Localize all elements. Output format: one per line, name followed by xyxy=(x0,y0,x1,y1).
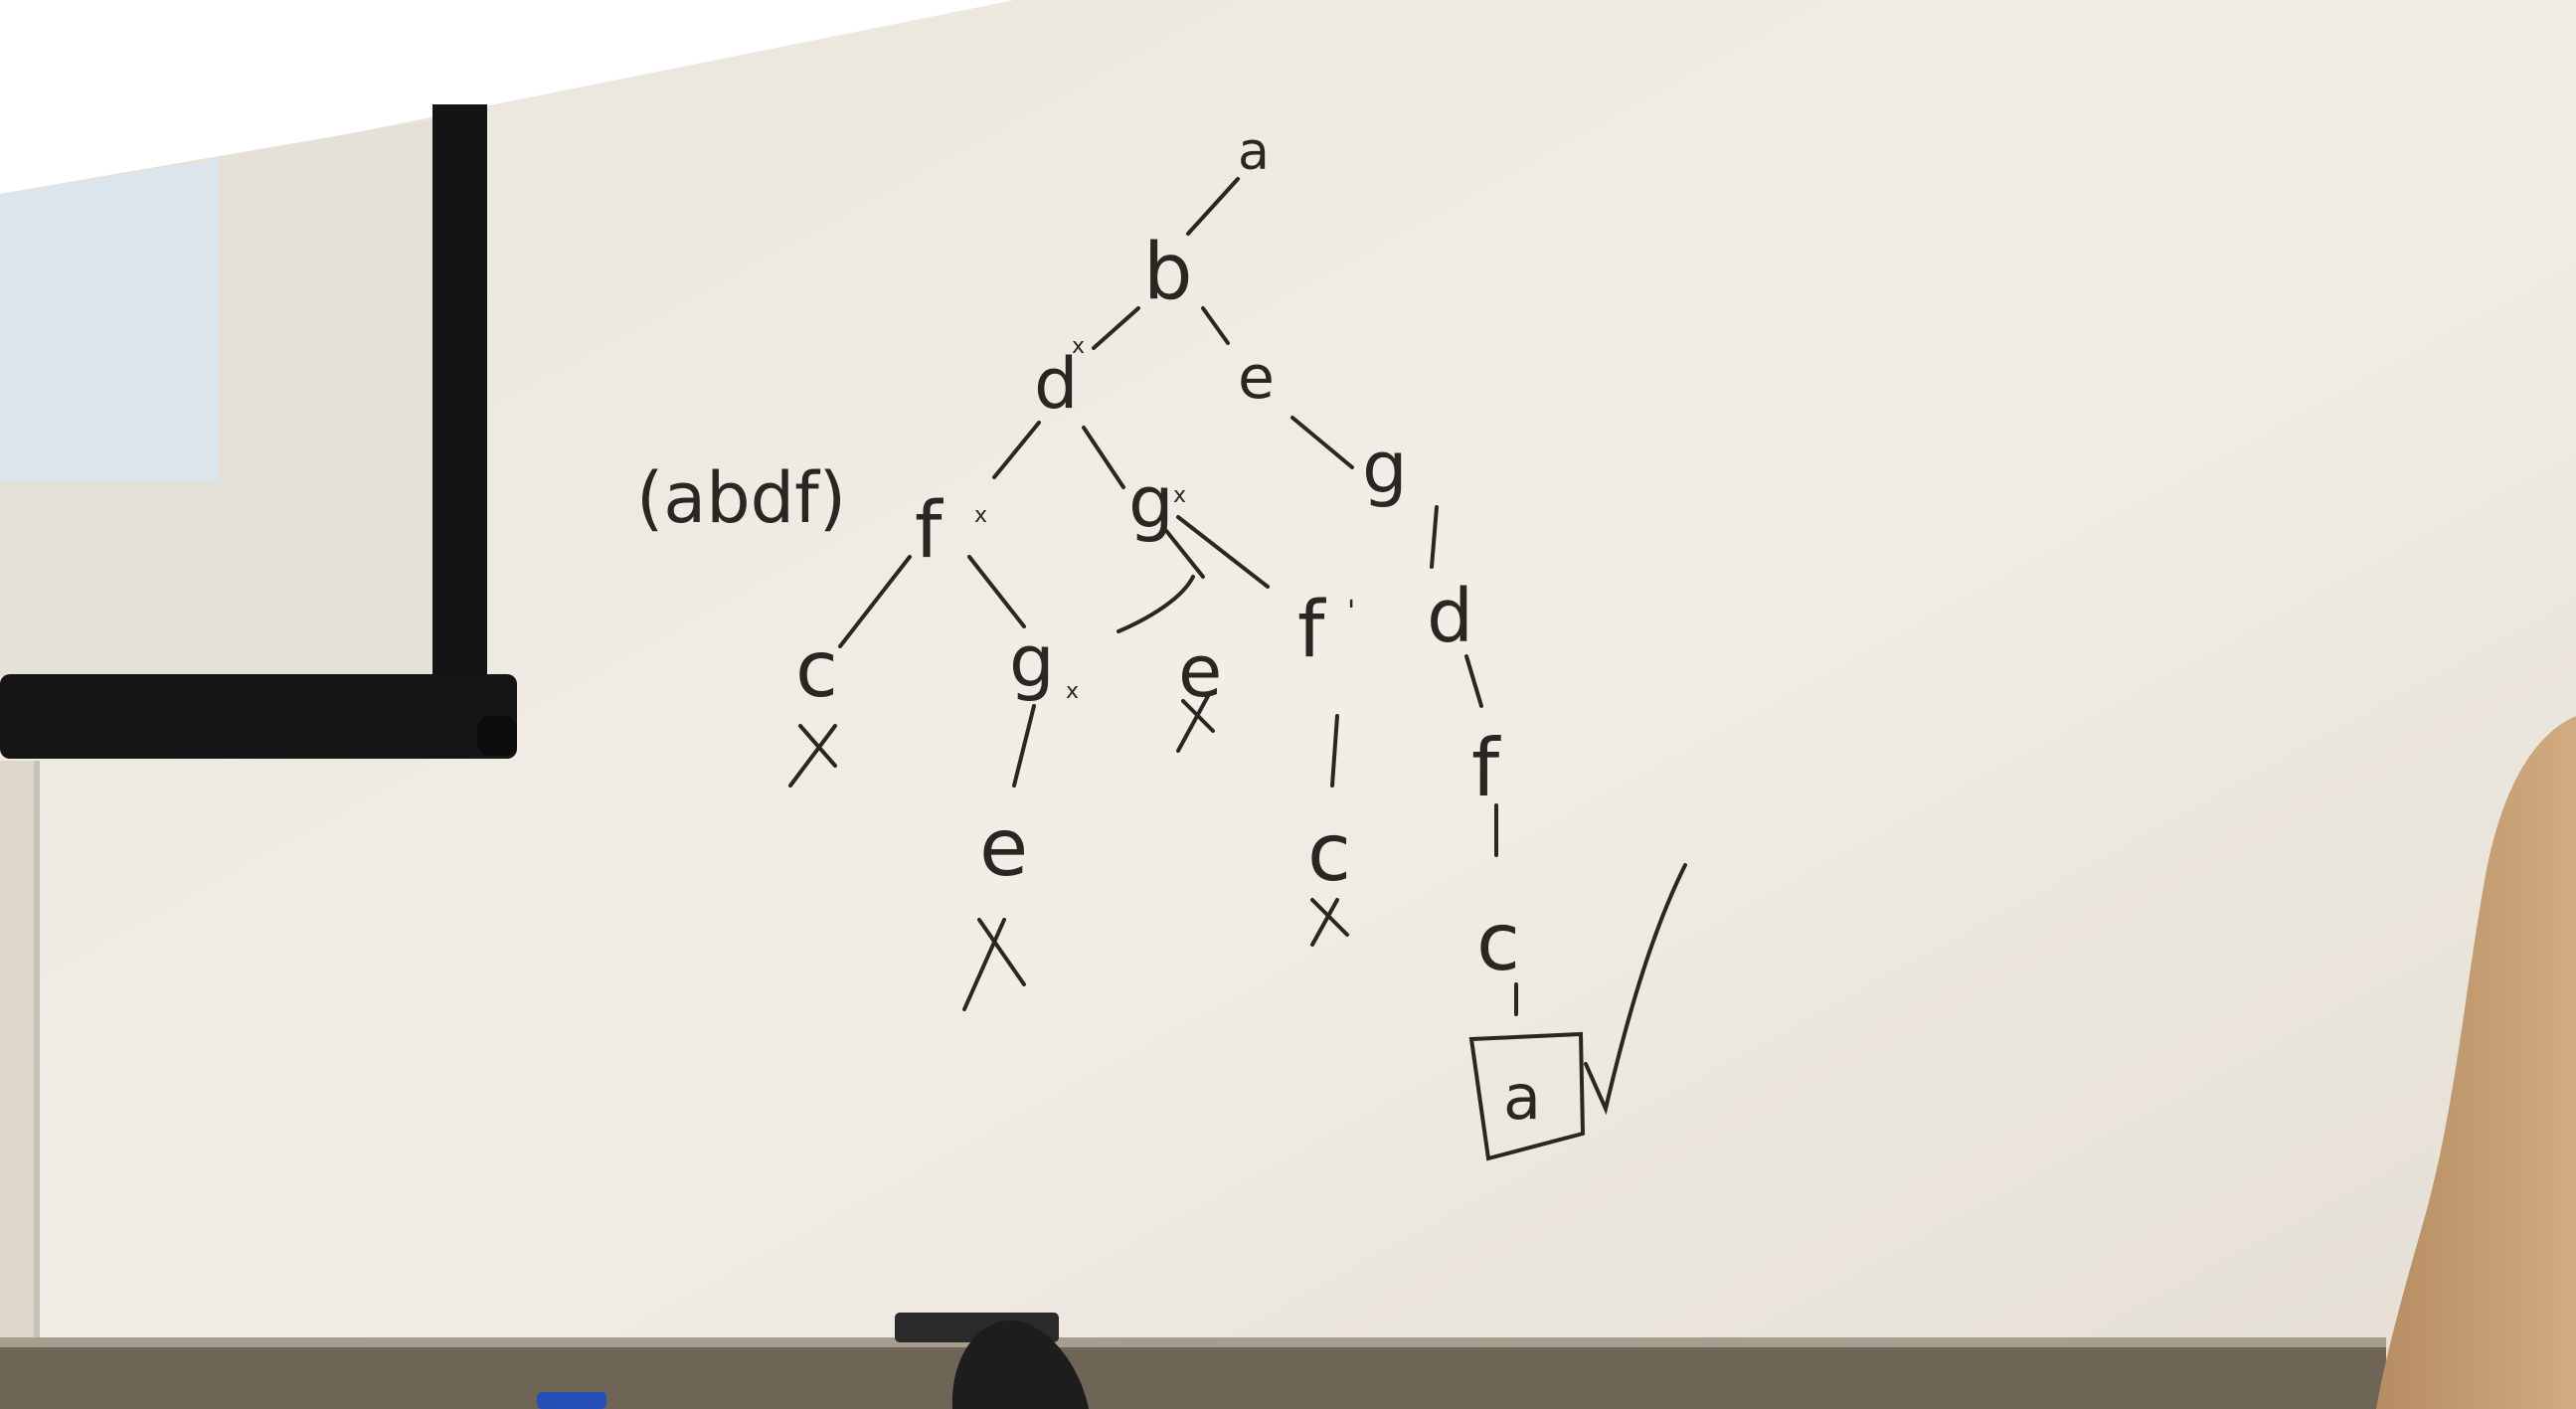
node-c2: c xyxy=(1307,806,1351,899)
tree-edge xyxy=(1012,704,1036,788)
node-f1: f xyxy=(915,486,944,576)
node-g3: g xyxy=(1009,619,1055,703)
tree-edge xyxy=(992,421,1041,479)
node-f2-mark: ' xyxy=(1347,595,1355,629)
tree-edge xyxy=(1201,306,1230,345)
screen-roller-bar xyxy=(0,674,517,759)
node-c3: c xyxy=(1476,896,1520,988)
search-tree-drawing xyxy=(788,177,1687,1161)
tree-edge xyxy=(1290,416,1354,469)
tree-edge xyxy=(1092,306,1140,350)
person-sweater xyxy=(2376,716,2576,1409)
node-f3: f xyxy=(1471,722,1501,814)
node-f1-mark: x xyxy=(974,503,987,528)
node-goal: a xyxy=(1503,1061,1541,1134)
projected-light-patch xyxy=(0,159,219,482)
tree-edge xyxy=(1330,714,1339,788)
node-g3-mark: x xyxy=(1066,679,1079,704)
node-e3: e xyxy=(979,801,1028,894)
node-root: a xyxy=(1238,122,1270,182)
tree-edge xyxy=(1430,505,1439,569)
cable-bundle xyxy=(951,1320,1089,1409)
node-e2: e xyxy=(1178,629,1222,713)
tree-edge xyxy=(1176,515,1270,589)
x-mark-icon xyxy=(962,918,1026,1011)
blue-marker xyxy=(537,1392,606,1409)
node-e1: e xyxy=(1238,343,1275,413)
node-d1: d xyxy=(1034,343,1078,425)
node-b: b xyxy=(1143,228,1193,317)
annotation-text: (abdf) xyxy=(636,457,846,539)
tree-edge xyxy=(838,555,912,648)
screen-frame-edge xyxy=(432,104,487,681)
tree-edge xyxy=(1161,525,1205,579)
x-mark-icon xyxy=(788,724,837,788)
node-g2: g xyxy=(1362,426,1408,509)
x-mark-icon xyxy=(1176,694,1215,753)
scribble-stroke xyxy=(1116,575,1195,633)
tree-edge xyxy=(1082,426,1125,489)
node-g1-mark: x xyxy=(1173,483,1186,508)
tree-labels: (abdf) a b d x e f x g x g c g x e f ' d… xyxy=(636,122,1541,1134)
check-icon xyxy=(1584,863,1687,1116)
tree-edge xyxy=(1186,177,1240,236)
node-d1-mark: x xyxy=(1072,334,1085,359)
node-c1: c xyxy=(795,625,838,715)
tree-edge xyxy=(1464,654,1483,708)
projector-screen xyxy=(0,104,517,759)
x-mark-icon xyxy=(1310,898,1349,947)
node-f2: f xyxy=(1297,586,1326,675)
node-g1: g xyxy=(1128,460,1174,544)
node-d2: d xyxy=(1427,574,1473,659)
goal-box xyxy=(1468,1031,1586,1161)
board-left-edge xyxy=(0,761,40,1357)
tree-edge xyxy=(967,555,1026,628)
marker-tray xyxy=(0,1313,2386,1409)
